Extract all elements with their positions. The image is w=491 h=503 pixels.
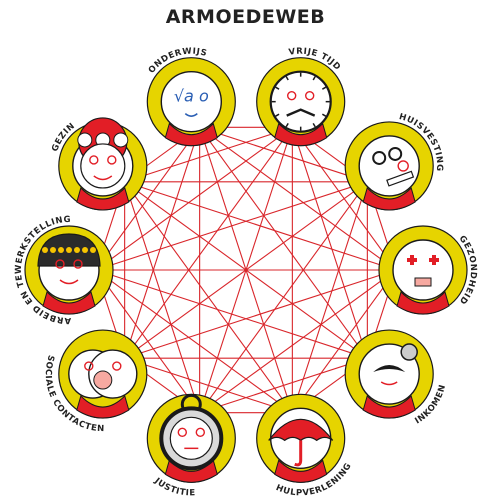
node-sociale-contacten	[59, 330, 147, 418]
node-arbeid	[25, 226, 113, 314]
helmet-dot	[90, 247, 96, 253]
web-line-gezondheid-gezin	[125, 182, 396, 270]
coin	[401, 344, 417, 360]
node-vrije-tijd	[257, 58, 345, 146]
node-gezondheid	[379, 226, 467, 314]
helmet-dot	[74, 247, 80, 253]
two-faces-icon	[69, 350, 137, 398]
math-glyphs: √a o	[174, 87, 209, 106]
clock-face-icon	[271, 72, 331, 132]
face-with-helmet-icon	[38, 234, 100, 300]
face	[393, 240, 453, 300]
small-face-icon	[78, 133, 92, 147]
main-face	[81, 144, 125, 188]
shared-nose	[94, 371, 112, 389]
helmet-dot	[42, 247, 48, 253]
piggy-bank-face-icon	[359, 344, 419, 404]
web-line-inkomen-arbeid	[96, 270, 367, 358]
plaster	[415, 278, 431, 286]
web-line-gezondheid-sociale-contacten	[125, 270, 396, 358]
face	[359, 136, 419, 196]
helmet-dot	[50, 247, 56, 253]
node-inkomen	[345, 330, 433, 418]
family-faces-icon	[73, 118, 133, 196]
helmet-dot	[66, 247, 72, 253]
node-justitie	[147, 394, 235, 482]
right-eye	[389, 148, 401, 160]
node-huisvesting	[345, 122, 433, 210]
web-line-huisvesting-arbeid	[96, 182, 367, 270]
clock-face	[271, 72, 331, 132]
face-with-math-icon: √a o	[161, 72, 221, 132]
helmet-dot	[58, 247, 64, 253]
node-hulpverlening	[257, 394, 345, 482]
left-eye	[373, 152, 385, 164]
small-face-icon	[114, 133, 128, 147]
helmet-dot	[82, 247, 88, 253]
face-with-red-crosses-icon	[393, 240, 453, 300]
face-with-cigarette-icon	[359, 136, 419, 196]
node-onderwijs: √a o	[147, 58, 235, 146]
face	[170, 417, 212, 459]
web-line-hulpverlening-gezin	[125, 182, 293, 413]
